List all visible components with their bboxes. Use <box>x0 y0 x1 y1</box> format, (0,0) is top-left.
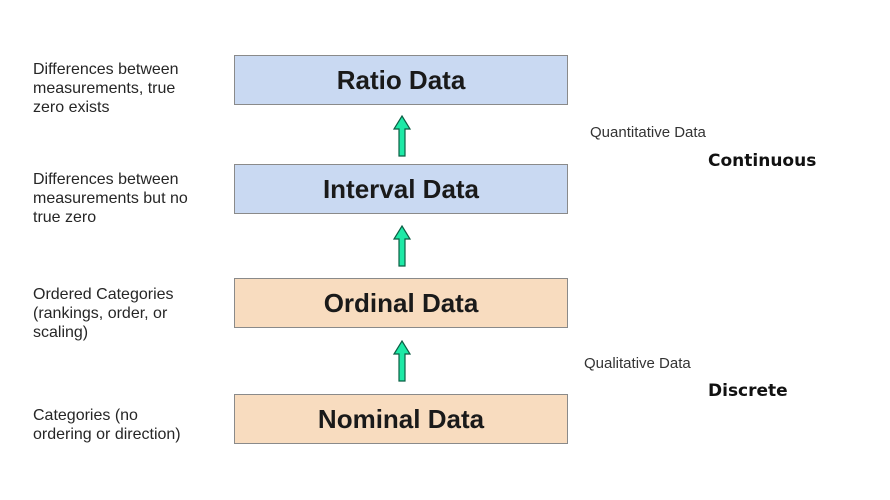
ordinal-data-label: Ordinal Data <box>323 287 479 318</box>
qualitative-data-label: Qualitative Data <box>584 355 691 372</box>
nominal-description-line-2: ordering or direction) <box>33 426 181 443</box>
up-arrow-icon <box>393 340 411 382</box>
ratio-data-box: Ratio Data <box>234 55 568 105</box>
interval-description: Differences between measurements but no … <box>33 170 233 227</box>
ratio-description-line-3: zero exists <box>33 99 110 116</box>
up-arrow-icon <box>393 115 411 157</box>
ordinal-description-line-1: Ordered Categories <box>33 286 174 303</box>
ordinal-description: Ordered Categories (rankings, order, or … <box>33 285 233 342</box>
ordinal-description-line-3: scaling) <box>33 324 89 341</box>
quantitative-data-label: Quantitative Data <box>590 124 706 141</box>
interval-data-box: Interval Data <box>234 164 568 214</box>
interval-description-line-2: measurements but no <box>33 190 188 207</box>
interval-data-label: Interval Data <box>322 173 480 204</box>
continuous-label: Continuous <box>708 151 817 171</box>
nominal-description-line-1: Categories (no <box>33 407 138 424</box>
ordinal-description-line-2: (rankings, order, or <box>33 305 168 322</box>
interval-description-line-1: Differences between <box>33 171 179 188</box>
nominal-description: Categories (no ordering or direction) <box>33 406 233 444</box>
up-arrow-icon <box>393 225 411 267</box>
ratio-data-label: Ratio Data <box>336 64 466 95</box>
interval-description-line-3: true zero <box>33 209 97 226</box>
nominal-data-label: Nominal Data <box>317 403 485 434</box>
discrete-label: Discrete <box>708 381 788 401</box>
nominal-data-box: Nominal Data <box>234 394 568 444</box>
ratio-description: Differences between measurements, true z… <box>33 60 233 117</box>
ordinal-data-box: Ordinal Data <box>234 278 568 328</box>
ratio-description-line-2: measurements, true <box>33 80 176 97</box>
ratio-description-line-1: Differences between <box>33 61 179 78</box>
